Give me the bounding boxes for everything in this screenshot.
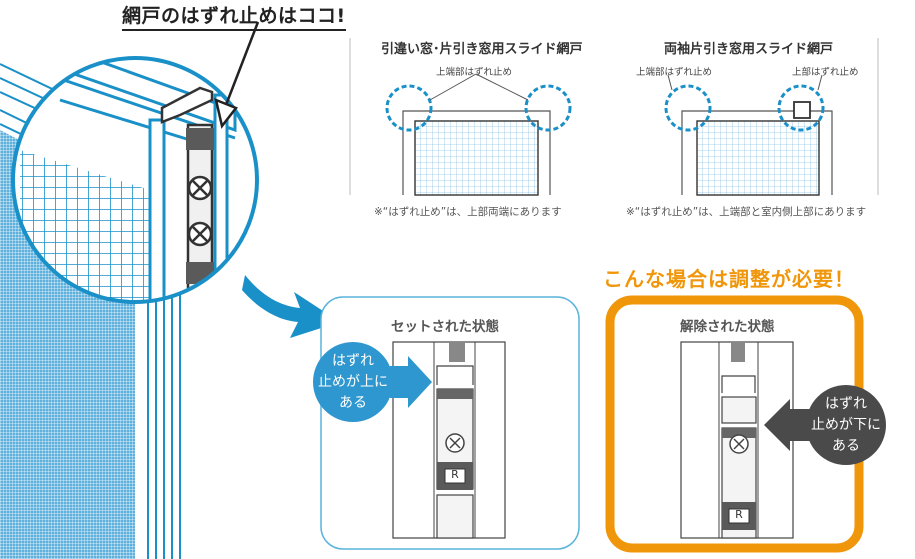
released-bubble-text: はずれ 止めが下に ある — [811, 396, 881, 454]
released-state-mechanism — [680, 341, 794, 539]
panel2-note: ※“はずれ止め”は、上端部と室内側上部にあります — [626, 206, 867, 218]
set-bubble-circle — [313, 342, 393, 422]
set-arrow — [390, 356, 432, 408]
warning-heading: こんな場合は調整が必要！ — [603, 267, 855, 291]
released-r-badge: R — [735, 508, 743, 521]
set-state-title: セットされた状態 — [391, 319, 499, 335]
panel2-callout-left: 上端部はずれ止め — [636, 67, 713, 78]
heading-pointer-arrowhead — [214, 97, 239, 129]
released-bubble-circle — [806, 385, 886, 465]
set-bubble-text: はずれ 止めが上に ある — [318, 353, 388, 411]
set-r-badge: R — [451, 468, 459, 481]
panel1-note: ※“はずれ止め”は、上部両端にあります — [374, 206, 562, 218]
main-heading: 網戸のはずれ止めはココ! — [122, 1, 346, 31]
panel2-callout-right: 上部はずれ止め — [792, 67, 859, 78]
panel2-title: 両袖片引き窓用スライド網戸 — [664, 42, 834, 57]
panel1-callout: 上端部はずれ止め — [436, 67, 513, 78]
released-arrow — [764, 399, 810, 451]
panel1-title: 引違い窓･片引き窓用スライド網戸 — [381, 42, 583, 57]
zoom-arrow — [242, 275, 340, 338]
heading-pointer-line — [224, 21, 260, 106]
released-state-title: 解除された状態 — [680, 319, 775, 335]
panel2-window — [664, 74, 833, 196]
panel1-window — [385, 73, 572, 196]
